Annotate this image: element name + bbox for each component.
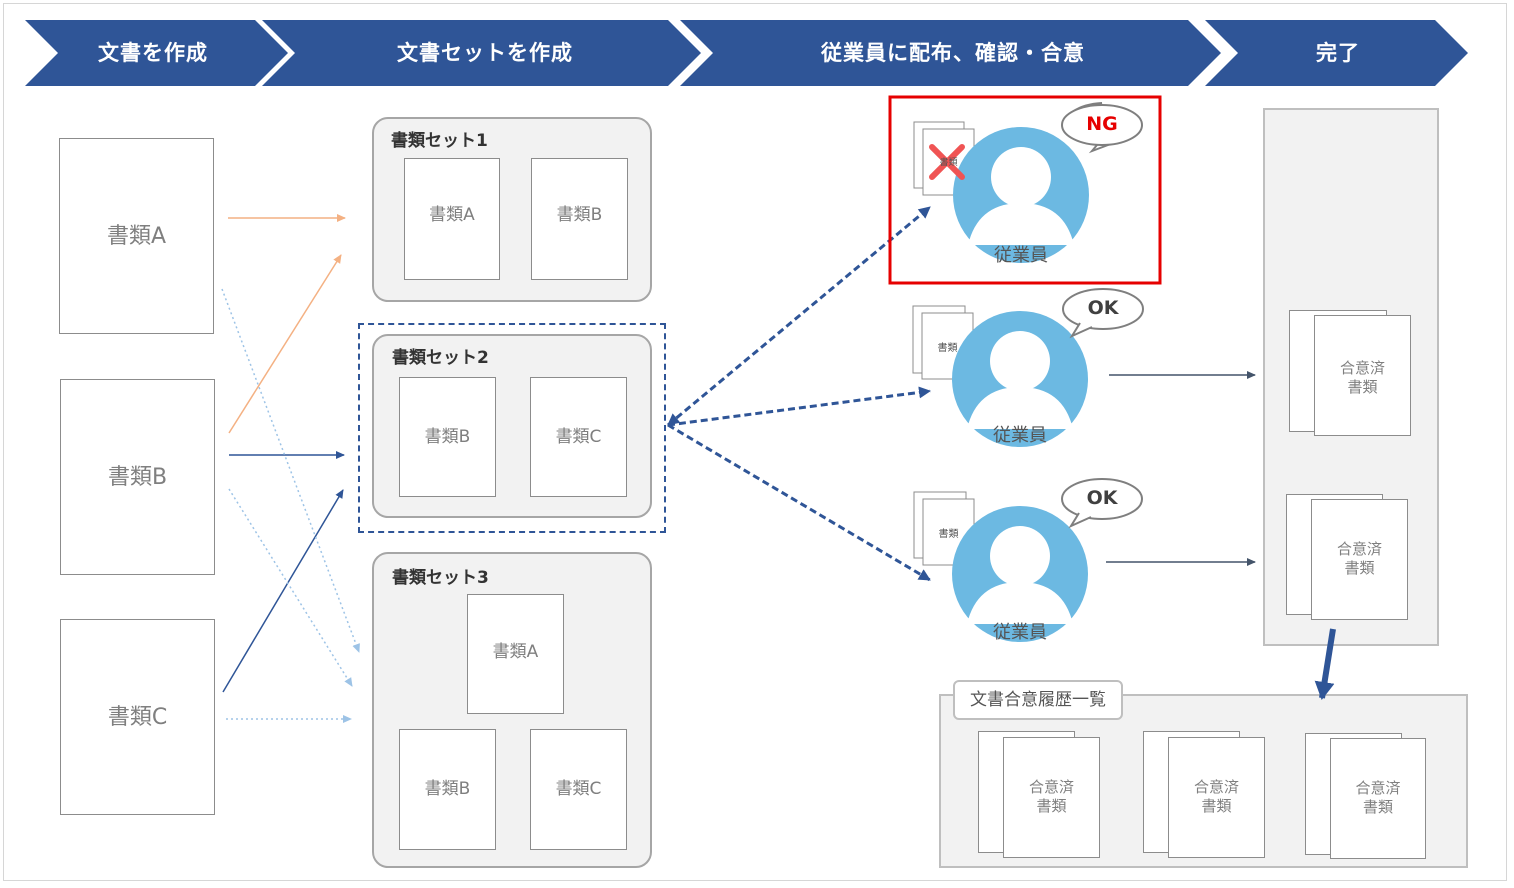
step-3-chevron bbox=[680, 20, 1221, 86]
set-2-doc-b: 書類B bbox=[399, 377, 496, 497]
ng-cross-icon bbox=[929, 144, 965, 180]
employee-3-avatar-body bbox=[967, 582, 1073, 624]
employee-2-avatar-body bbox=[967, 387, 1073, 429]
ok-bubble-1-tail bbox=[1069, 322, 1093, 339]
employee-1-doc-label: 書類 bbox=[939, 158, 958, 168]
employee-1 bbox=[913, 102, 1143, 263]
arrow-set2-to-employee-3 bbox=[667, 423, 931, 582]
arrow-b-to-set3 bbox=[228, 488, 353, 687]
document-c: 書類C bbox=[60, 619, 215, 815]
set-3-doc-a: 書類A bbox=[467, 594, 564, 714]
employee-1-avatar-head bbox=[991, 147, 1051, 207]
employee-2-doc-label: 書類 bbox=[937, 343, 958, 354]
ok-bubble-2-body bbox=[1061, 478, 1143, 520]
set-3-title: 書類セット3 bbox=[392, 568, 489, 588]
completed-doc-1 bbox=[1314, 315, 1411, 436]
history-title: 文書合意履歴一覧 bbox=[953, 680, 1123, 720]
set-1-doc-a: 書類A bbox=[404, 158, 500, 280]
arrow-a-to-set3 bbox=[221, 288, 360, 653]
set-2-doc-c: 書類C bbox=[530, 377, 627, 497]
step-2-label: 文書セットを作成 bbox=[397, 41, 573, 65]
history-doc-2-line2: 書類 bbox=[1201, 797, 1232, 815]
selected-set-highlight bbox=[358, 323, 666, 533]
step-4-chevron bbox=[1205, 20, 1468, 86]
step-3-label: 従業員に配布、確認・合意 bbox=[821, 41, 1085, 65]
completed-doc-2-line2: 書類 bbox=[1344, 559, 1375, 577]
completed-doc-2 bbox=[1311, 499, 1408, 620]
arrow-set2-to-employee-1 bbox=[667, 205, 931, 427]
set-1-doc-b: 書類B bbox=[531, 158, 628, 280]
history-doc-2-line1: 合意済 bbox=[1193, 778, 1239, 796]
employee-3-avatar-head bbox=[990, 526, 1050, 586]
ng-highlight-box bbox=[888, 95, 1162, 285]
diagram-frame bbox=[3, 3, 1507, 881]
employee-3-doc-label: 書類 bbox=[938, 529, 959, 540]
history-doc-3 bbox=[1330, 738, 1426, 859]
employee-1-avatar-body bbox=[968, 203, 1074, 245]
ok-bubble-1-body bbox=[1062, 288, 1144, 330]
step-1-chevron bbox=[25, 20, 288, 86]
set-1-title: 書類セット1 bbox=[391, 131, 488, 151]
employee-2 bbox=[912, 288, 1144, 447]
step-4-label: 完了 bbox=[1316, 41, 1360, 65]
document-a: 書類A bbox=[59, 138, 214, 334]
history-doc-3-line2: 書類 bbox=[1362, 798, 1393, 816]
step-2-chevron bbox=[262, 20, 701, 86]
history-doc-3-line1: 合意済 bbox=[1355, 779, 1401, 797]
completed-doc-1-line2: 書類 bbox=[1347, 378, 1378, 396]
employee-1-name: 従業員 bbox=[994, 245, 1048, 266]
set-3-doc-c: 書類C bbox=[530, 729, 627, 850]
arrow-completed-to-history bbox=[1314, 628, 1336, 700]
employee-3-name: 従業員 bbox=[993, 622, 1047, 643]
completed-doc-2-line1: 合意済 bbox=[1336, 540, 1382, 558]
history-doc-1 bbox=[1003, 737, 1100, 858]
history-doc-1-line1: 合意済 bbox=[1028, 778, 1074, 796]
arrow-b-to-set1 bbox=[228, 254, 342, 434]
employee-3-status: OK bbox=[1086, 487, 1118, 509]
history-doc-1-line2: 書類 bbox=[1036, 797, 1067, 815]
set-3-doc-b: 書類B bbox=[399, 729, 496, 850]
set-2-title: 書類セット2 bbox=[392, 348, 489, 368]
employee-2-status: OK bbox=[1087, 297, 1119, 319]
document-b: 書類B bbox=[60, 379, 215, 575]
arrow-c-to-set2 bbox=[222, 489, 344, 693]
employee-3 bbox=[913, 478, 1143, 642]
employee-2-name: 従業員 bbox=[993, 425, 1047, 446]
employee-1-status: NG bbox=[1086, 113, 1118, 135]
ok-bubble-2-tail bbox=[1068, 512, 1092, 529]
employee-2-avatar-head bbox=[990, 331, 1050, 391]
arrow-set2-to-employee-2 bbox=[667, 386, 931, 427]
completed-doc-1-line1: 合意済 bbox=[1339, 359, 1385, 377]
step-1-label: 文書を作成 bbox=[98, 41, 208, 65]
ng-bubble-body bbox=[1061, 104, 1143, 146]
history-doc-2 bbox=[1168, 737, 1265, 858]
